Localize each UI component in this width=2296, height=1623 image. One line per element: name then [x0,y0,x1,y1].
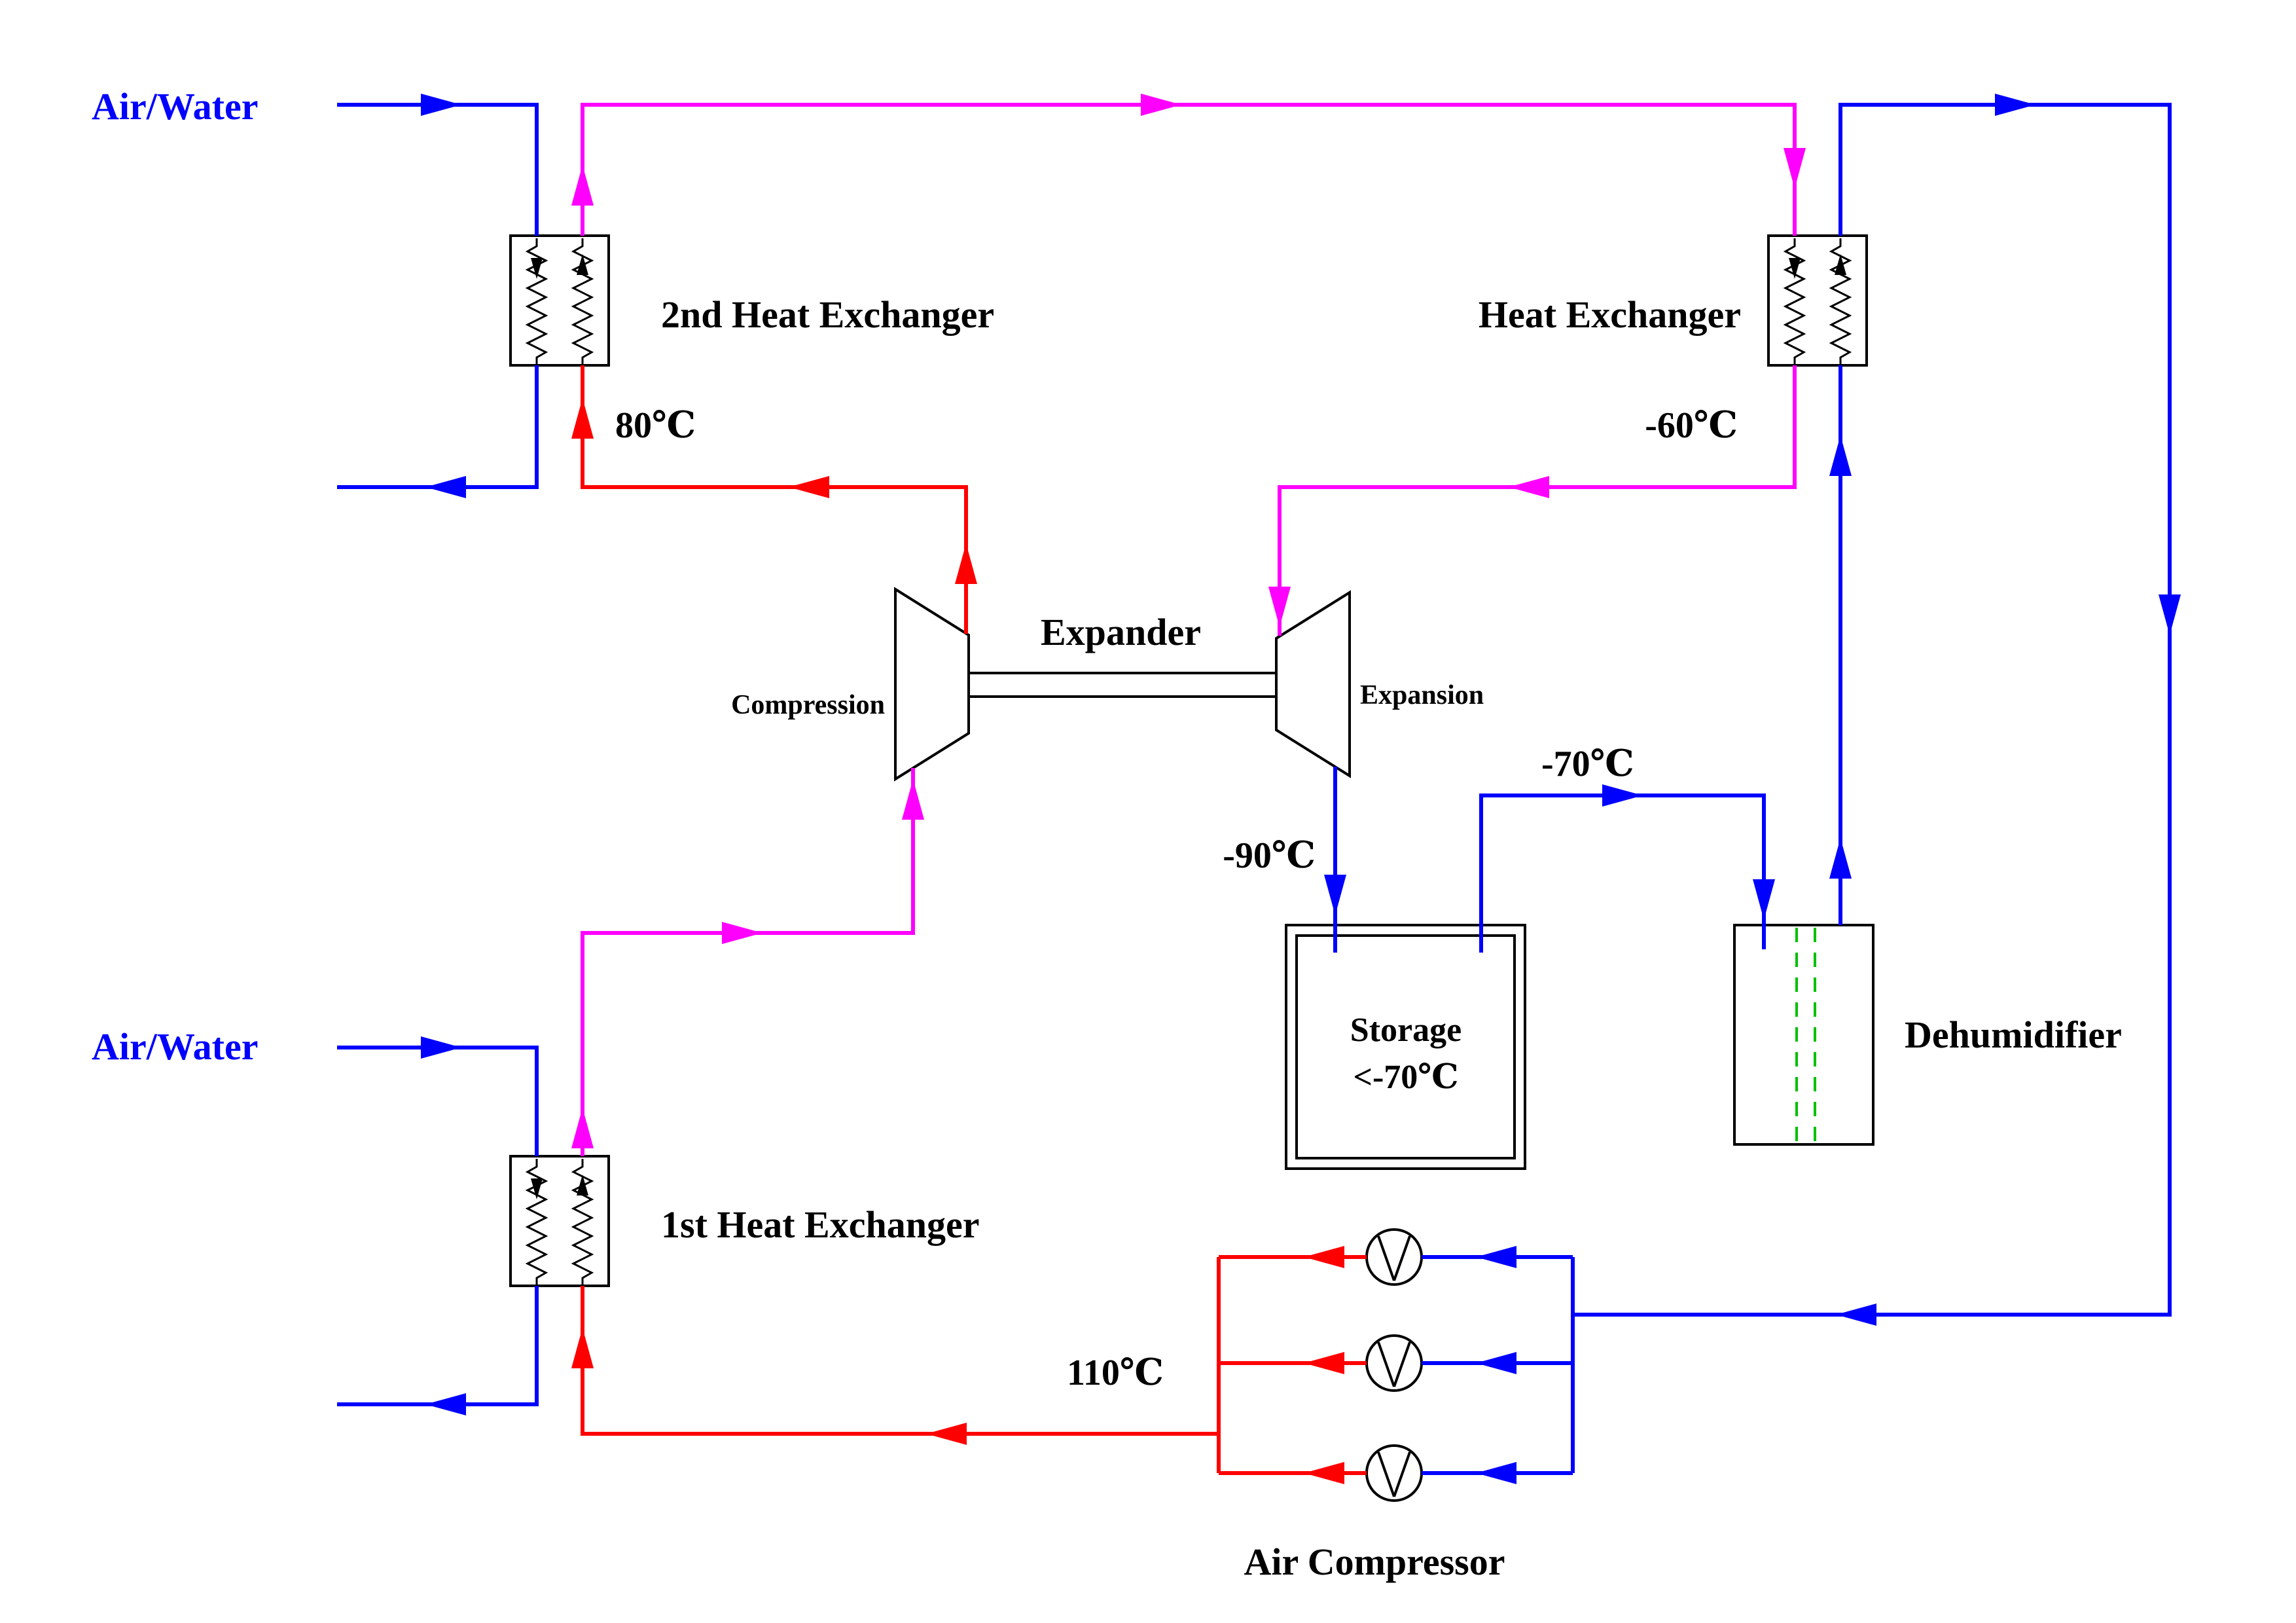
temp-minus-70c: -70℃ [1541,744,1634,784]
expander-unit [894,587,1351,782]
air-compressor-label: Air Compressor [1244,1541,1505,1583]
flow-arrow-icon [1304,1462,1344,1484]
fan-icon [1365,1334,1423,1392]
pipe-airwater-bottom-out [337,1286,539,1406]
pipe-airwater-bottom-in [337,1046,539,1156]
air-compressor-bank [1365,1228,1423,1502]
flow-arrow-icon [571,1108,594,1148]
flow-arrow-icon [571,398,594,439]
pipe-airwater-top-out [337,365,539,489]
hx-1st-label: 1st Heat Exchanger [661,1203,980,1246]
pipe-hx-to-compressor-feed [1573,103,2172,1317]
flow-arrow-icon [425,1393,466,1415]
storage-tank [1285,924,1526,1170]
heat-exchanger-right [1768,236,1867,365]
pipe-2nd-hx-to-right-hx [581,103,1797,236]
flow-arrow-icon [1476,1462,1516,1484]
flow-arrow-icon [1141,94,1181,116]
pipe-airwater-top-in [337,103,539,236]
pipe-storage-to-dehumidifier [1479,793,1766,953]
expander-label: Expander [1041,611,1201,653]
hx-right-label: Heat Exchanger [1479,293,1741,336]
flow-arrow-icon [1304,1246,1344,1268]
coil-icon [511,1156,609,1286]
temp-80c: 80℃ [615,405,696,446]
flow-arrow-icon [1324,875,1346,915]
flow-arrow-icon [1753,879,1775,920]
flow-arrow-icon [1829,435,1852,476]
heat-exchanger-2nd [511,236,609,365]
hx-2nd-label: 2nd Heat Exchanger [661,293,994,336]
dehumidifier-unit [1733,924,1874,1146]
flow-arrow-icon [902,779,924,820]
fan-blade-icon [1377,1451,1411,1497]
flow-arrow-icon [926,1423,967,1445]
fan-blade-icon [1377,1235,1411,1281]
temp-minus-90c: -90℃ [1223,835,1316,876]
flow-arrow-icon [1602,784,1643,807]
temp-minus-60c: -60℃ [1645,405,1738,446]
flow-arrow-icon [421,1036,461,1059]
dehumidifier-label: Dehumidifier [1905,1013,2122,1056]
heat-exchanger-1st [511,1156,609,1286]
expander-shaft [967,672,1278,698]
pipe-compressor-outlet-branches [1219,1255,1367,1475]
fan-icon [1365,1228,1423,1286]
flow-arrow-icon [1836,1304,1876,1326]
air-water-label-bottom: Air/Water [92,1025,258,1068]
coil-icon [1768,236,1867,365]
flow-arrow-icon [1268,587,1291,627]
flow-arrow-icon [1995,94,2036,116]
flow-arrow-icon [789,476,829,498]
storage-outer-wall [1285,924,1526,1170]
hot-air-pipes [581,365,1367,1475]
flow-arrow-icon [1304,1352,1344,1374]
storage-temp-label: <-70℃ [1353,1059,1458,1096]
storage-inner-wall [1295,934,1516,1159]
flow-arrow-icon [955,543,977,584]
flow-arrow-icon [421,94,461,116]
storage-label: Storage [1350,1012,1462,1049]
fan-blade-icon [1377,1341,1411,1387]
flow-arrow-icon [571,1328,594,1368]
flow-arrow-icon [1476,1352,1516,1374]
flow-arrow-icon [722,922,762,944]
flow-arrow-icon [2159,594,2181,635]
compression-stage [894,587,970,782]
compression-label: Compression [731,690,885,720]
temp-110c: 110℃ [1067,1353,1164,1393]
fan-icon [1365,1444,1423,1502]
flow-arrow-icon [1829,838,1852,879]
dehumidifier-body [1733,924,1874,1146]
flow-arrow-icon [1784,148,1806,189]
air-water-label-top: Air/Water [92,85,258,128]
hot-air-flow-arrows [571,398,1344,1484]
expansion-stage [1275,590,1351,778]
flow-arrow-icon [425,476,466,498]
flow-arrow-icon [1509,476,1549,498]
water-pipes [337,103,2172,1475]
flow-arrow-icon [1476,1246,1516,1268]
expansion-label: Expansion [1360,680,1484,710]
pipe-1st-hx-to-compression [581,768,915,1156]
flow-arrow-icon [571,165,594,206]
coil-icon [511,236,609,365]
